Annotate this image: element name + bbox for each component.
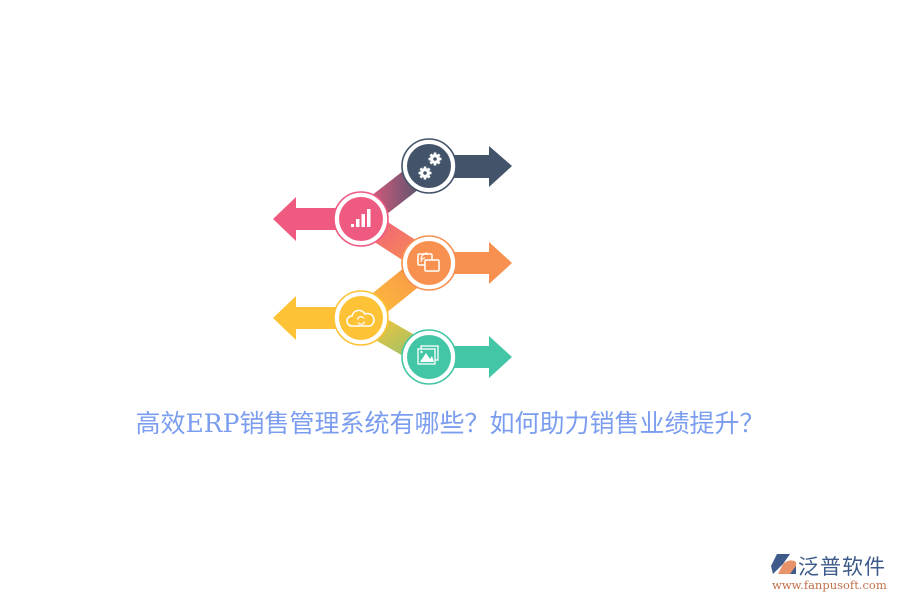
- step-1-gears: [401, 138, 457, 194]
- step-2-bar-chart: [333, 191, 389, 247]
- screen-cast-icon: [417, 252, 440, 272]
- image-gallery-icon: [417, 345, 439, 365]
- page-title: 高效ERP销售管理系统有哪些？如何助力销售业绩提升？: [135, 409, 765, 438]
- bar-chart-icon: [351, 209, 371, 227]
- cloud-sync-icon: [346, 309, 375, 327]
- step-4-cloud-sync: [333, 290, 389, 346]
- brand-url[interactable]: www.fanpusoft.com: [772, 578, 887, 592]
- brand-logo[interactable]: 泛普软件 www.fanpusoft.com: [770, 552, 895, 597]
- gears-icon: [418, 152, 442, 180]
- brand-name: 泛普软件: [798, 555, 886, 579]
- step-3-screen-cast: [401, 235, 457, 291]
- step-5-image-gallery: [401, 329, 457, 385]
- logo-mark-icon: [771, 554, 796, 574]
